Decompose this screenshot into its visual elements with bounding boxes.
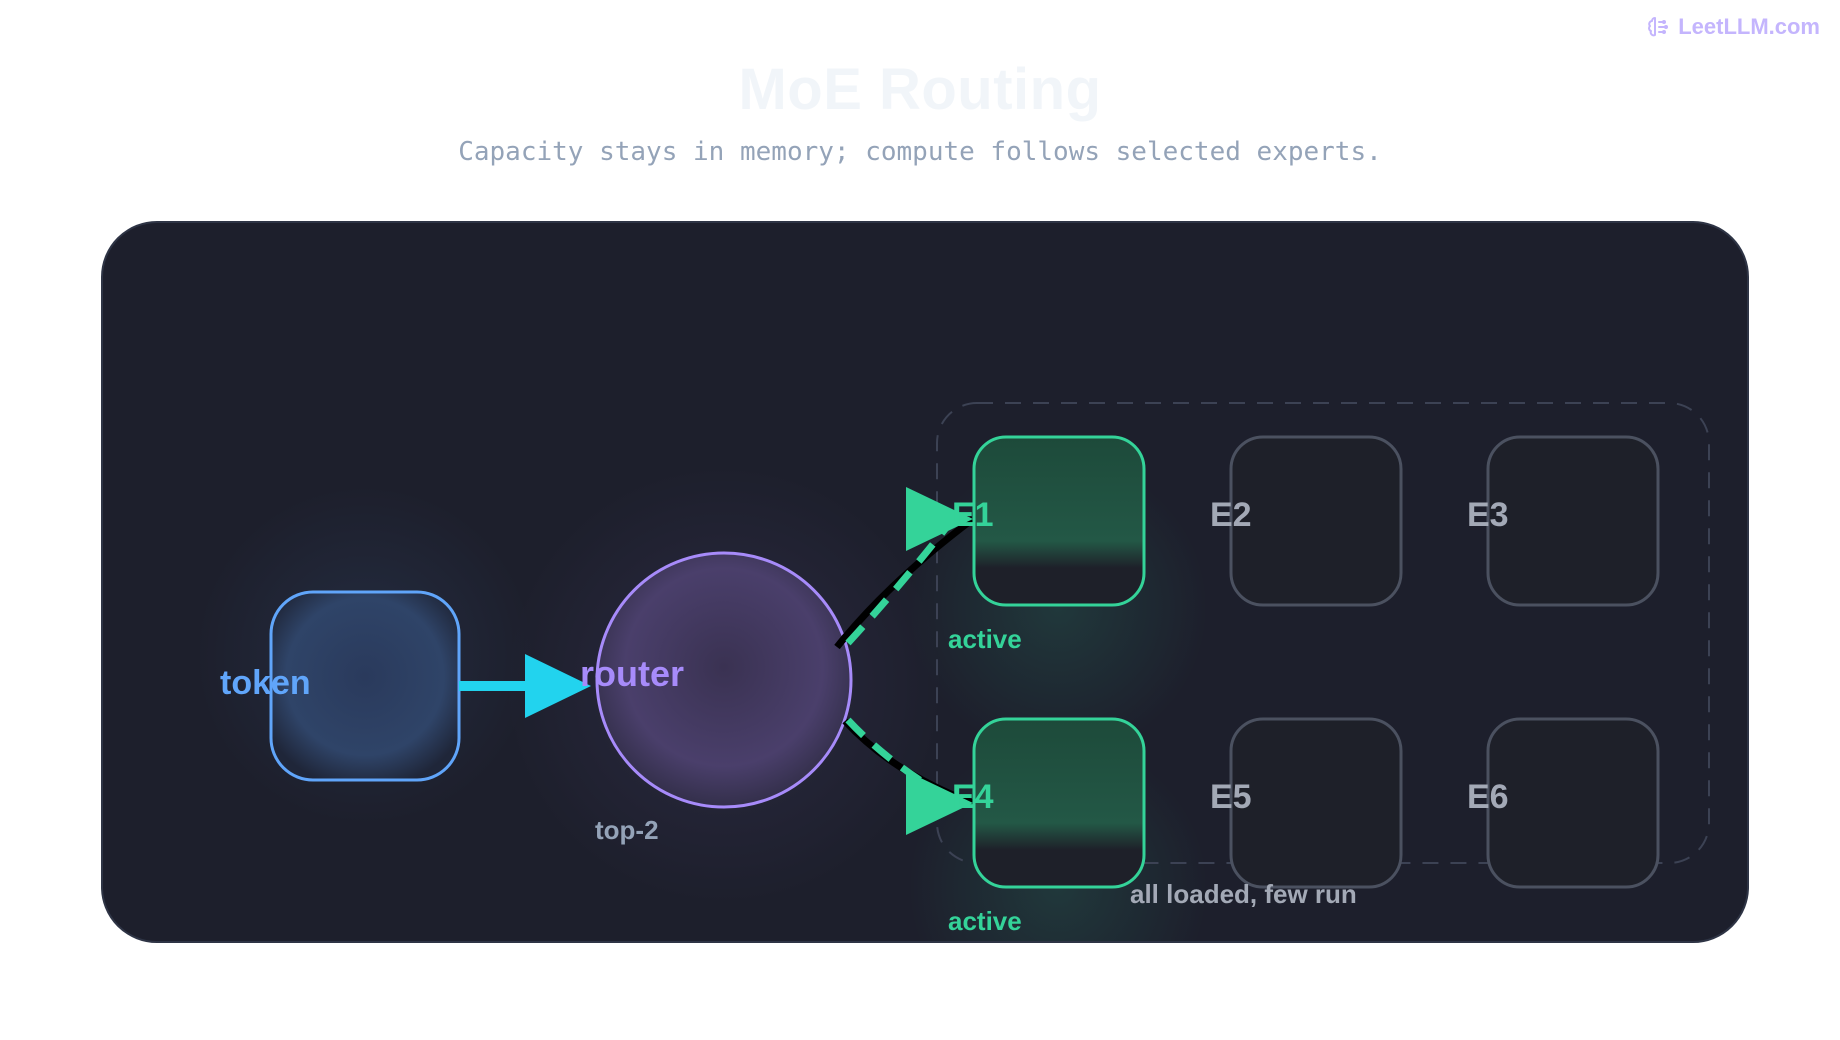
- route-e4-arrowhead: [906, 771, 973, 835]
- expert-e6-label: E6: [1467, 778, 1509, 816]
- router-label: router: [580, 653, 685, 694]
- expert-e4-label: E4: [952, 778, 994, 816]
- expert-e4-status: active: [948, 906, 1022, 936]
- brand-logo[interactable]: LeetLLM.com: [1646, 14, 1820, 40]
- expert-pool-caption: all loaded, few run: [1130, 879, 1357, 909]
- route-e1-arrowhead: [906, 487, 973, 551]
- expert-e5-box[interactable]: [1229, 717, 1403, 889]
- expert-e2-label: E2: [1210, 496, 1252, 534]
- moe-diagram: [195, 402, 1710, 941]
- token-label: token: [220, 664, 311, 702]
- expert-e1-label: E1: [952, 496, 994, 534]
- expert-e6-box[interactable]: [1486, 717, 1660, 889]
- diagram-panel: token router top-2 E1 E2 E3 E4 E5 E6 act…: [101, 221, 1749, 943]
- route-e1-line: [845, 516, 956, 646]
- brain-icon: [1648, 17, 1669, 37]
- brand-name: LeetLLM.com: [1678, 14, 1820, 39]
- expert-e4-box[interactable]: [972, 717, 1146, 889]
- expert-e5-label: E5: [1210, 778, 1252, 816]
- token-router-arrowhead: [525, 654, 591, 718]
- page-title: MoE Routing: [738, 57, 1102, 122]
- page-subtitle: Capacity stays in memory; compute follow…: [458, 137, 1382, 167]
- expert-e2-box[interactable]: [1229, 435, 1403, 607]
- router-caption: top-2: [595, 815, 659, 845]
- expert-e3-box[interactable]: [1486, 435, 1660, 607]
- expert-e1-box[interactable]: [972, 435, 1146, 607]
- router-node[interactable]: [595, 551, 853, 809]
- expert-e3-label: E3: [1467, 496, 1509, 534]
- expert-e1-status: active: [948, 624, 1022, 654]
